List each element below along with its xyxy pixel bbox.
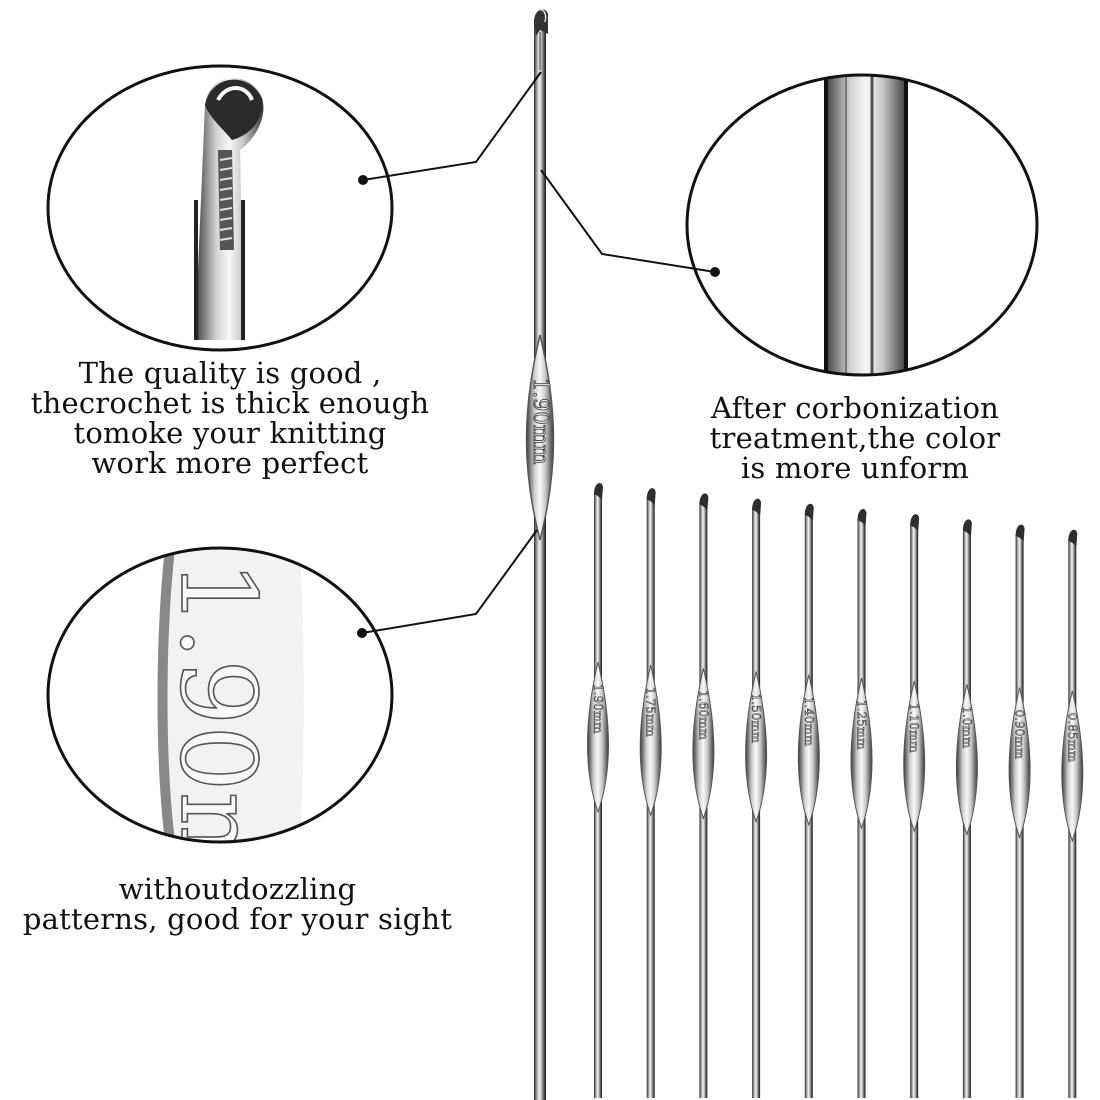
hook-tip-caption: The quality is good , thecrochet is thic… [15,358,445,478]
caption-line: The quality is good , [78,356,382,390]
hook-tip-magnifier-ring [46,64,394,352]
hook-size-label: 1.75mm [644,687,658,737]
caption-line: withoutdozzling [118,872,357,906]
engraving-magnified-text: 1.90mm [157,560,279,989]
caption-line: work more perfect [91,446,369,480]
hook-size-label: 1.0mm [960,706,974,748]
caption-line: patterns, good for your sight [22,902,453,936]
crochet-hook: 1.50mm [745,498,768,1099]
shaft-callout [540,73,1039,377]
hook-size-label: 0.90mm [1013,710,1027,760]
hook-size-label: 1.50mm [749,694,763,744]
main-crochet-hook: 1.90mm [525,8,555,1100]
engraving-callout: 1.90mm [46,529,538,989]
caption-line: After corbonization [710,391,1000,425]
crochet-hook: 1.60mm [692,493,715,1098]
hook-size-label: 1.10mm [907,703,921,753]
crochet-hook: 1.75mm [639,488,662,1098]
hook-set: 1.90mm 1.75mm 1.60mm 1.50mm 1.40mm 1.25mm 1.10… [587,482,1084,1099]
caption-line: thecrochet is thick enough [30,386,430,420]
caption-line: tomoke your knitting [73,416,387,450]
hook-size-label: 1.60mm [696,690,710,740]
engraving-magnifier-ring [46,546,394,844]
hook-size-label: 0.85mm [1065,713,1079,763]
crochet-hook: 1.0mm [955,519,978,1098]
shaft-magnifier-ring [685,73,1039,377]
hook-size-label: 1.40mm [802,697,816,747]
crochet-hook: 0.85mm [1061,529,1084,1098]
main-hook-size-label: 1.90mm [529,378,553,465]
hook-tip-callout [46,64,542,352]
crochet-hook: 0.90mm [1008,524,1031,1098]
hook-size-label: 1.90mm [591,684,605,734]
crochet-hook: 1.10mm [903,514,926,1098]
crochet-hook: 1.40mm [797,503,820,1098]
crochet-hook: 1.90mm [587,482,609,1098]
crochet-hook: 1.25mm [850,508,873,1098]
caption-line: treatment,the color [709,421,1001,455]
shaft-caption: After corbonization treatment,the color … [680,393,1030,483]
hook-size-label: 1.25mm [855,700,869,750]
caption-line: is more unform [740,451,970,485]
engraving-caption: withoutdozzling patterns, good for your … [0,874,475,934]
